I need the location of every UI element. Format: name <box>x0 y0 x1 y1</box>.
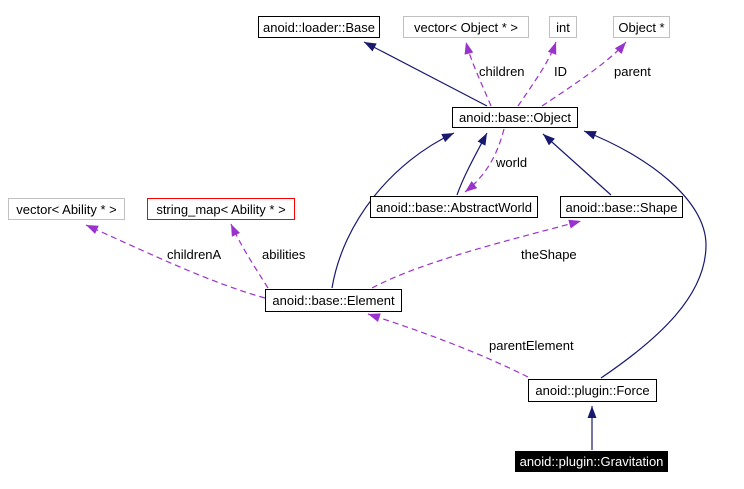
edge-label-parent: parent <box>614 64 651 79</box>
edge-use-childrenA <box>85 224 266 299</box>
node-anoid-base-object[interactable]: anoid::base::Object <box>452 107 578 128</box>
edge-label-theShape: theShape <box>521 247 577 262</box>
edge-label-parentElement: parentElement <box>489 338 574 353</box>
edge-label-id: ID <box>554 64 567 79</box>
edge-inherit-object-to-loader-base <box>363 41 488 107</box>
edge-inherit-shape-to-object <box>542 133 612 196</box>
node-anoid-loader-base[interactable]: anoid::loader::Base <box>258 16 380 38</box>
node-int[interactable]: int <box>549 16 577 38</box>
edge-use-theShape <box>371 219 582 289</box>
edge-label-abilities: abilities <box>262 247 306 262</box>
edge-use-parent <box>541 41 627 107</box>
edge-use-parentElement <box>367 313 529 378</box>
node-vector-ability-ptr[interactable]: vector< Ability * > <box>8 198 125 220</box>
edge-label-childrenA: childrenA <box>167 247 222 262</box>
node-anoid-base-shape[interactable]: anoid::base::Shape <box>560 196 683 218</box>
edge-inherit-force-to-object <box>583 130 707 379</box>
edge-use-children <box>464 41 492 107</box>
edge-use-world <box>464 128 505 193</box>
node-string-map-ability-ptr[interactable]: string_map< Ability * > <box>147 198 295 220</box>
node-object-ptr[interactable]: Object * <box>613 16 670 38</box>
node-anoid-base-abstractworld[interactable]: anoid::base::AbstractWorld <box>370 196 538 218</box>
node-anoid-plugin-force[interactable]: anoid::plugin::Force <box>528 379 657 402</box>
edge-inherit-abstractworld-to-object <box>456 132 488 196</box>
edge-label-world: world <box>496 155 528 170</box>
node-vector-object-ptr[interactable]: vector< Object * > <box>403 16 529 38</box>
node-anoid-plugin-gravitation: anoid::plugin::Gravitation <box>515 451 668 472</box>
node-anoid-base-element[interactable]: anoid::base::Element <box>265 289 402 312</box>
edge-label-children: children <box>479 64 525 79</box>
